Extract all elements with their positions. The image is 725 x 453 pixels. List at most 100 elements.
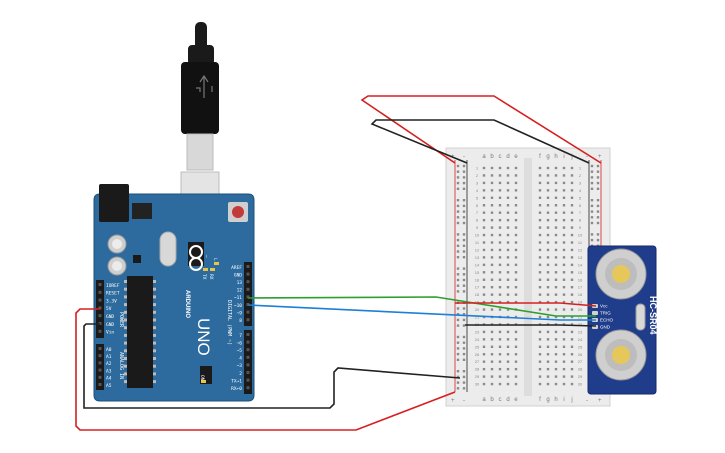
wire-power-bridge[interactable]	[360, 95, 602, 164]
led-tx-label: TX	[201, 274, 207, 280]
bb-row-num: 2	[579, 173, 582, 178]
wire-trig[interactable]	[247, 296, 596, 317]
bb-col-bottom-d: d	[506, 397, 509, 403]
digital-pin-label-bottom-1: ~6	[237, 340, 243, 346]
bb-row-num: 13	[475, 255, 480, 260]
sensor-transducer-bottom	[595, 329, 647, 381]
bb-row-num: 25	[475, 344, 480, 349]
rail-plus-bottom-left: +	[451, 398, 455, 404]
bb-col-bottom-e: e	[514, 397, 518, 403]
analog-pin-label-1: A1	[106, 354, 112, 360]
bb-row-num: 17	[475, 285, 480, 290]
bb-col-top-f: f	[539, 154, 541, 160]
bb-row-num: 27	[578, 359, 583, 364]
bb-row-num: 29	[475, 374, 480, 379]
bb-row-num: 1	[476, 166, 479, 171]
arduino-model: UNO	[194, 318, 213, 356]
bb-row-num: 10	[578, 233, 583, 238]
digital-pin-label-bottom-5: 2	[239, 371, 242, 377]
usb-cable	[180, 22, 220, 221]
digital-pin-label-bottom-0: 7	[239, 333, 242, 339]
wire-echo[interactable]	[247, 304, 596, 321]
digital-pin-label-top-0: AREF	[231, 265, 242, 271]
bb-row-num: 5	[579, 195, 582, 200]
bb-col-bottom-j: j	[570, 397, 572, 403]
analog-label: ANALOG IN	[118, 352, 124, 379]
bb-col-top-b: b	[490, 154, 494, 160]
bb-row-num: 7	[579, 210, 582, 215]
bb-row-num: 23	[475, 329, 480, 334]
bb-row-num: 28	[475, 367, 480, 372]
power-pin-label-5: GND	[106, 322, 114, 328]
bb-row-num: 27	[475, 359, 480, 364]
rail-minus-bottom-left: -	[463, 398, 465, 404]
sensor-pin-label-0: Vcc	[600, 304, 608, 309]
bb-row-num: 30	[475, 382, 480, 387]
bb-row-num: 19	[475, 300, 480, 305]
power-pin-label-1: RESET	[106, 291, 120, 297]
bb-row-num: 13	[578, 255, 583, 260]
sensor-pin-label-2: ECHO	[600, 318, 614, 323]
bb-col-bottom-g: g	[546, 397, 549, 403]
bb-col-bottom-b: b	[490, 397, 494, 403]
analog-pin-label-5: A5	[106, 383, 112, 389]
analog-pin-label-4: A4	[106, 376, 112, 382]
bb-row-num: 20	[475, 307, 480, 312]
digital-pin-label-top-7: 8	[239, 318, 242, 324]
digital-pin-label-top-6: ~9	[237, 310, 243, 316]
power-label: POWER	[118, 312, 124, 328]
bb-row-num: 12	[578, 247, 583, 252]
power-pin-label-4: GND	[106, 314, 114, 320]
digital-pin-label-top-4: ~11	[234, 295, 242, 301]
rail-minus-top-right: -	[586, 154, 588, 160]
power-jack	[99, 184, 129, 222]
sensor-transducer-top	[595, 248, 647, 300]
arduino-logo: −	[189, 245, 209, 271]
bb-row-num: 12	[475, 247, 480, 252]
rail-plus-bottom-right: +	[598, 398, 602, 404]
bb-col-top-d: d	[506, 154, 509, 160]
power-pin-label-2: 3.3V	[106, 298, 117, 304]
analog-pin-label-2: A2	[106, 361, 112, 367]
bb-row-num: 3	[579, 180, 582, 185]
bb-row-num: 8	[579, 218, 582, 223]
analog-pin-label-0: A0	[106, 347, 112, 353]
rail-plus-top-right: +	[598, 154, 602, 160]
bb-row-num: 11	[475, 240, 480, 245]
bb-row-num: 23	[578, 329, 583, 334]
bb-row-num: 24	[475, 337, 480, 342]
bb-col-bottom-f: f	[539, 397, 541, 403]
jumper-vcc[interactable]	[455, 302, 597, 307]
jumper-gnd[interactable]	[465, 324, 597, 327]
sensor-pin-label-1: TRIG	[600, 311, 611, 316]
wire-5v[interactable]	[75, 308, 456, 431]
analog-header	[96, 344, 104, 390]
microcontroller-chip	[127, 276, 153, 388]
bb-row-num: 3	[476, 180, 479, 185]
bb-row-num: 1	[579, 166, 582, 171]
bb-row-num: 26	[475, 352, 480, 357]
wire-gnd[interactable]	[83, 323, 461, 409]
bb-row-num: 16	[475, 277, 480, 282]
bb-col-bottom-h: h	[554, 397, 557, 403]
led-rx-label: RX	[208, 274, 214, 280]
bb-col-top-e: e	[514, 154, 518, 160]
bb-row-num: 30	[578, 382, 583, 387]
led-l-label: L	[212, 258, 218, 261]
digital-pin-label-top-1: GND	[234, 272, 242, 278]
bb-row-num: 6	[579, 203, 582, 208]
bb-row-num: 6	[476, 203, 479, 208]
analog-pin-label-3: A3	[106, 368, 112, 374]
bb-row-num: 5	[476, 195, 479, 200]
bb-col-top-a: a	[482, 154, 486, 160]
digital-label: DIGITAL (PWM ~)	[226, 300, 232, 345]
wire-ground-bridge[interactable]	[370, 119, 590, 164]
digital-pin-label-bottom-3: 4	[239, 356, 242, 362]
bb-col-bottom-i: i	[563, 397, 564, 403]
bb-row-num: 7	[476, 210, 479, 215]
